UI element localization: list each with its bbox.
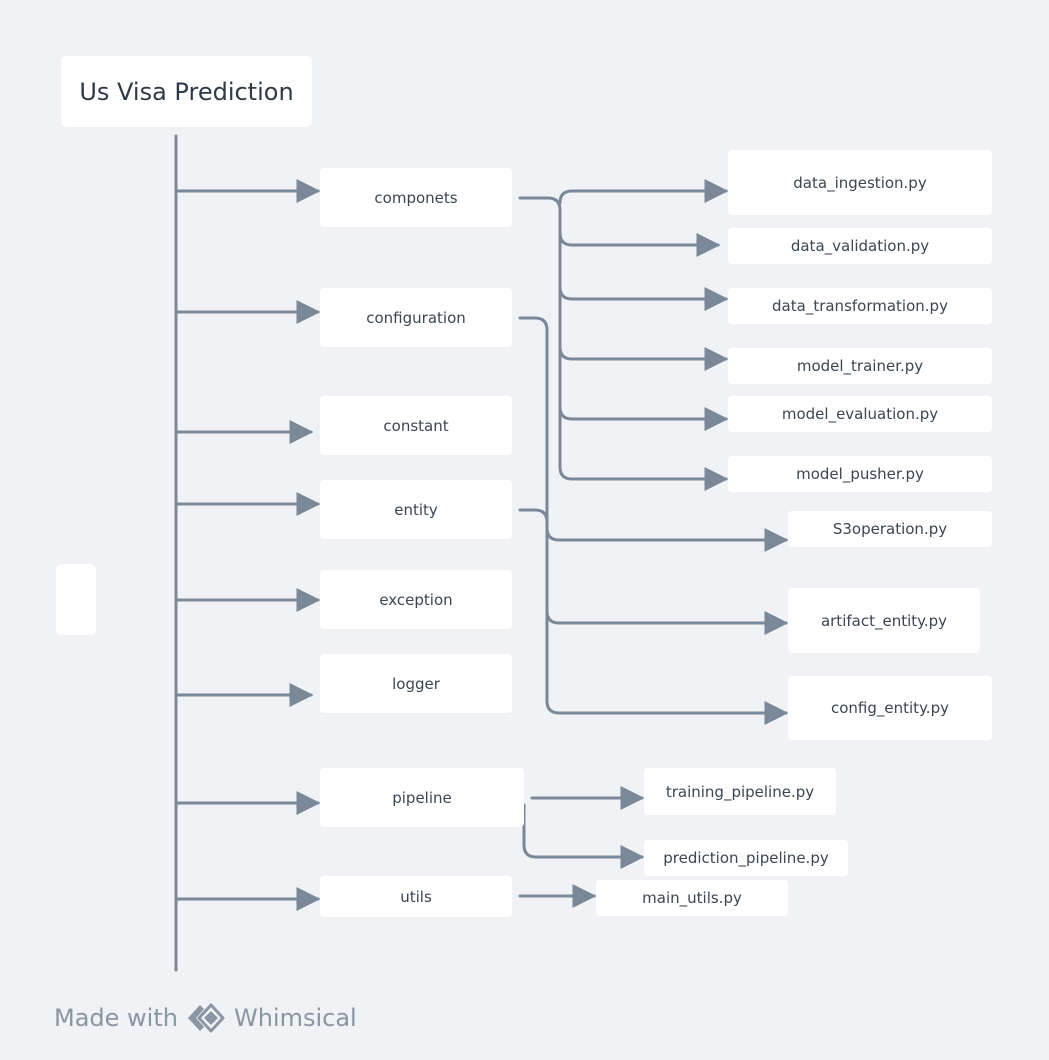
edge-componets-spine [518, 196, 729, 491]
folder-label: entity [394, 500, 438, 519]
edge-data-transformation [558, 285, 729, 311]
file-label: artifact_entity.py [820, 611, 948, 630]
file-label: prediction_pipeline.py [663, 849, 829, 867]
file-label: data_validation.py [790, 237, 930, 255]
folder-label: configuration [366, 308, 466, 327]
folder-entity[interactable]: entity [320, 480, 512, 539]
edge-artifact-entity [545, 609, 789, 635]
file-data-validation[interactable]: data_validation.py [728, 228, 992, 264]
file-label: main_utils.py [642, 889, 742, 907]
edge-prediction-pipeline [522, 803, 645, 869]
empty-node[interactable] [56, 564, 96, 635]
folder-label: componets [374, 188, 458, 207]
edge-data-ingestion [558, 179, 729, 205]
folder-label: logger [392, 674, 440, 693]
file-label: data_ingestion.py [793, 173, 927, 192]
edge-data-validation [558, 231, 721, 257]
root-node[interactable]: Us Visa Prediction [61, 56, 312, 127]
edge-s3operation [518, 316, 789, 552]
edge-model-trainer [558, 345, 729, 371]
file-label: config_entity.py [831, 699, 949, 717]
folder-label: exception [379, 590, 453, 609]
file-artifact-entity[interactable]: artifact_entity.py [788, 588, 980, 653]
file-s3operation[interactable]: S3operation.py [788, 511, 992, 547]
root-label: Us Visa Prediction [79, 77, 294, 106]
folder-pipeline[interactable]: pipeline [320, 768, 524, 827]
file-training-pipeline[interactable]: training_pipeline.py [644, 768, 836, 815]
file-data-ingestion[interactable]: data_ingestion.py [728, 150, 992, 215]
file-model-evaluation[interactable]: model_evaluation.py [728, 396, 992, 432]
whimsical-footer[interactable]: Made with Whimsical [54, 1001, 357, 1035]
folder-utils[interactable]: utils [320, 876, 512, 917]
brand-text: Whimsical [233, 1004, 357, 1032]
file-label: model_pusher.py [796, 465, 924, 483]
file-data-transformation[interactable]: data_transformation.py [728, 288, 992, 324]
file-label: model_trainer.py [796, 357, 924, 375]
folder-label: utils [400, 887, 432, 906]
edge-model-evaluation [558, 405, 729, 431]
file-label: S3operation.py [832, 520, 948, 538]
folder-exception[interactable]: exception [320, 570, 512, 629]
file-model-pusher[interactable]: model_pusher.py [728, 456, 992, 492]
whimsical-logo-icon [187, 1003, 225, 1033]
folder-configuration[interactable]: configuration [320, 288, 512, 347]
made-with-text: Made with [54, 1004, 178, 1032]
file-main-utils[interactable]: main_utils.py [596, 880, 788, 916]
file-label: model_evaluation.py [781, 405, 939, 423]
folder-componets[interactable]: componets [320, 168, 512, 227]
file-label: training_pipeline.py [665, 782, 815, 801]
folder-constant[interactable]: constant [320, 396, 512, 455]
file-prediction-pipeline[interactable]: prediction_pipeline.py [644, 840, 848, 876]
file-model-trainer[interactable]: model_trainer.py [728, 348, 992, 384]
folder-logger[interactable]: logger [320, 654, 512, 713]
file-config-entity[interactable]: config_entity.py [788, 676, 992, 740]
folder-label: pipeline [392, 788, 452, 807]
folder-label: constant [383, 416, 449, 435]
file-label: data_transformation.py [772, 297, 948, 315]
